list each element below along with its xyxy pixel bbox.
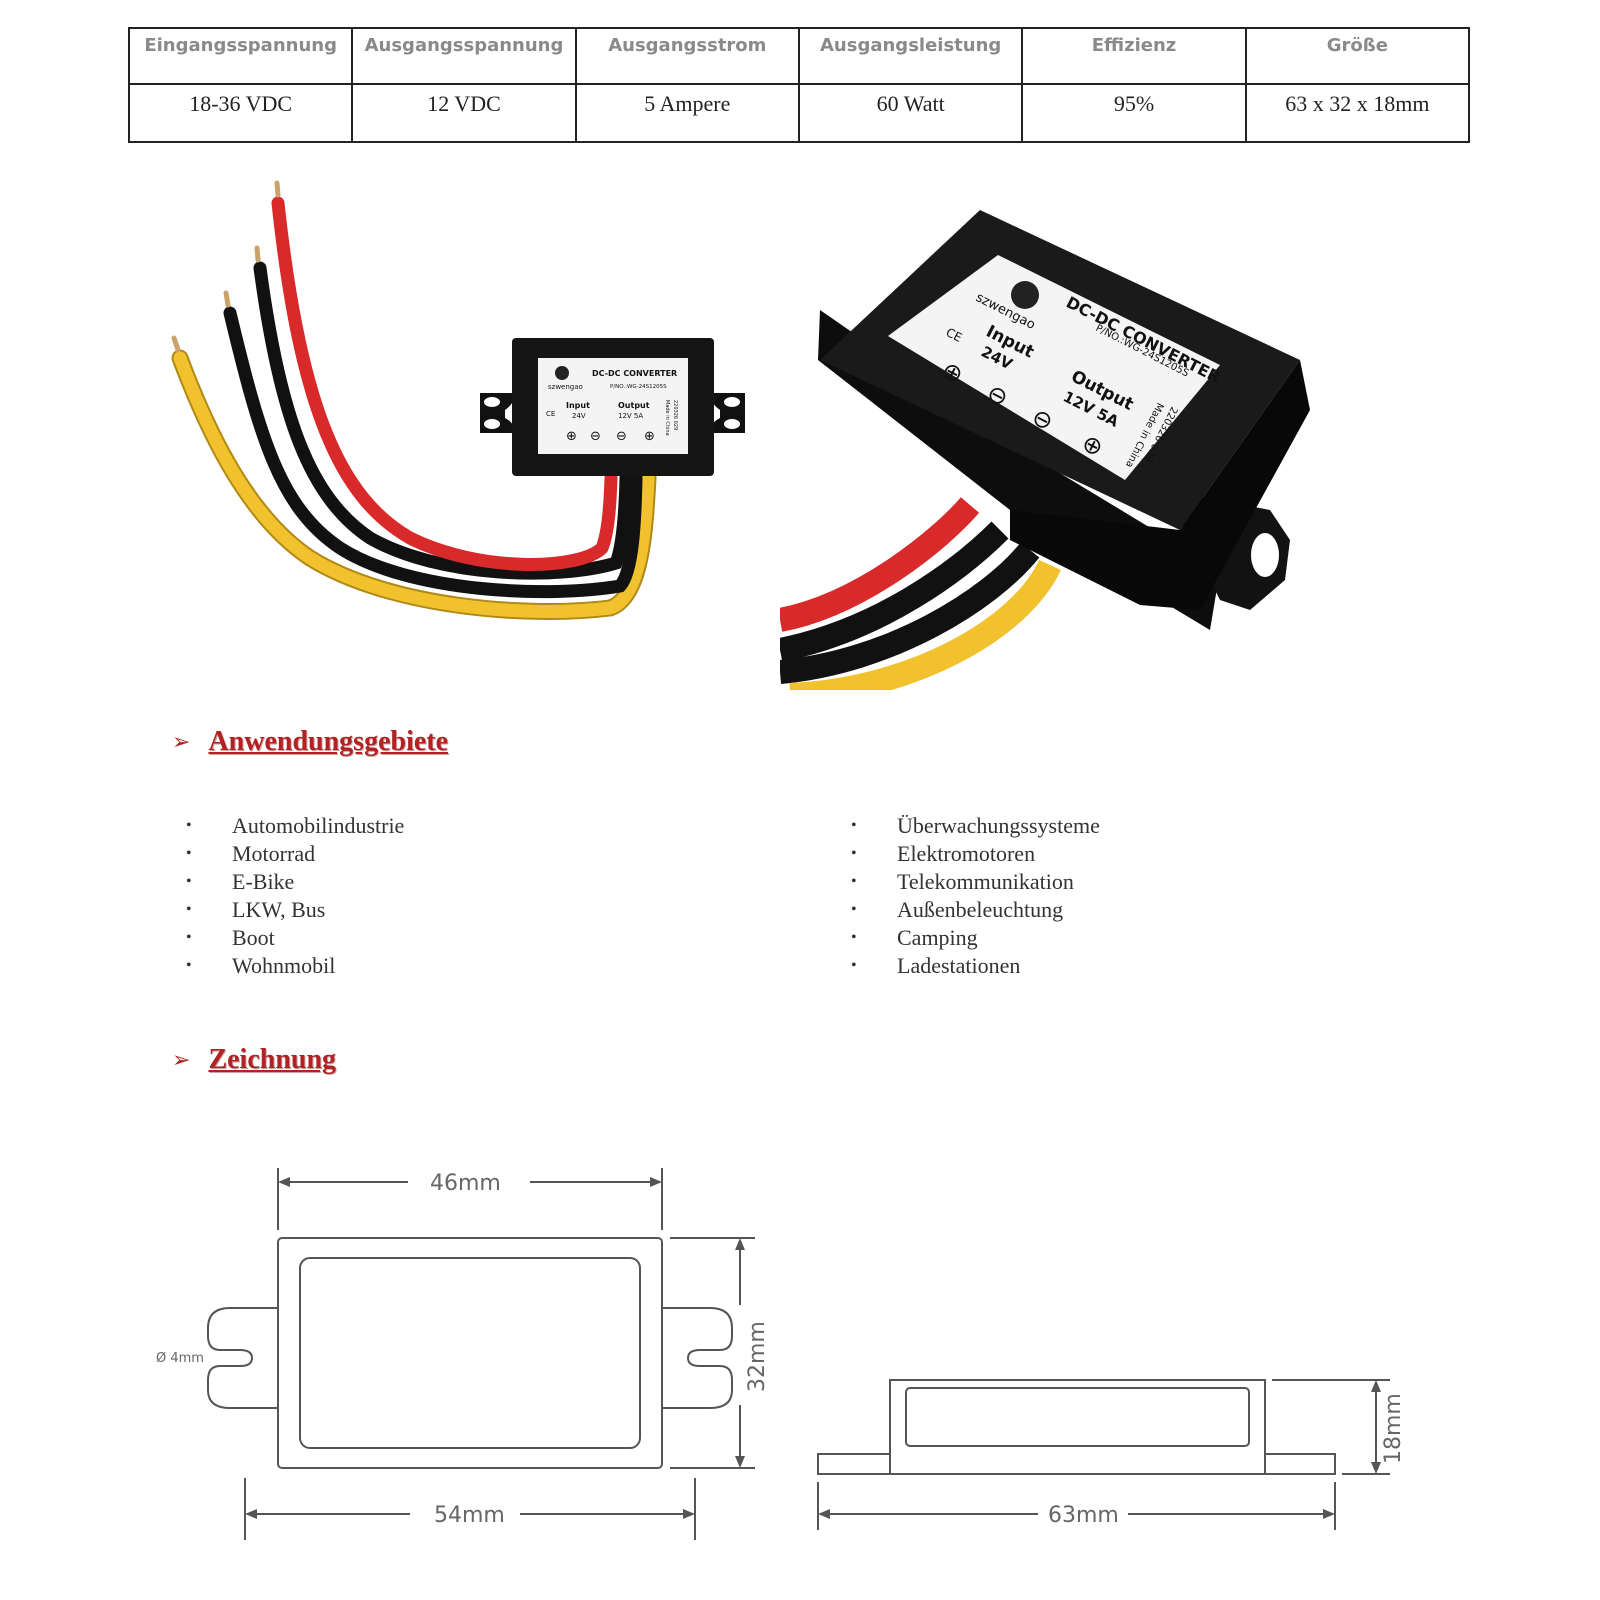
converter-photo-front: szwengao DC-DC CONVERTER P/NO.:WG-24S120… — [171, 180, 745, 620]
dim-label-18mm: 18mm — [1381, 1393, 1406, 1464]
list-item-label: Telekommunikation — [897, 869, 1074, 894]
bullet-icon: • — [851, 817, 857, 834]
applications-list-left: • Automobilindustrie • Motorrad • E-Bike • L… — [184, 812, 404, 980]
list-item: • E-Bike — [184, 868, 404, 896]
minus-icon: ⊖ — [616, 429, 627, 444]
bullet-icon: • — [851, 873, 857, 890]
wire-group — [171, 180, 657, 620]
label-input-voltage: 24V — [572, 412, 586, 420]
spec-value-cell: 60 Watt — [797, 83, 1024, 143]
spec-header-cell: Eingangsspannung — [127, 27, 354, 85]
spec-value-cell: 12 VDC — [351, 83, 577, 143]
spec-value-cell: 5 Ampere — [574, 83, 800, 143]
spec-value-row: 18-36 VDC 12 VDC 5 Ampere 60 Watt 95% 63… — [127, 83, 1471, 143]
bullet-icon: • — [186, 929, 192, 946]
spec-header-row: Eingangsspannung Ausgangsspannung Ausgan… — [127, 27, 1471, 85]
list-item-label: Motorrad — [232, 841, 316, 866]
bullet-icon: • — [186, 845, 192, 862]
bullet-icon: • — [851, 901, 857, 918]
converter-box — [480, 338, 745, 476]
spec-table: Eingangsspannung Ausgangsspannung Ausgan… — [127, 27, 1471, 143]
dim-label-63mm: 63mm — [1048, 1503, 1119, 1528]
bullet-icon: • — [186, 817, 192, 834]
list-item: • Ladestationen — [849, 952, 1100, 980]
bullet-icon: • — [186, 957, 192, 974]
label-output-rating: 12V 5A — [618, 412, 643, 420]
label-batch: 220326 029 — [672, 400, 678, 430]
spec-header-cell: Ausgangsleistung — [797, 27, 1024, 85]
drawing-side-view: 18mm 63mm — [817, 1379, 1406, 1530]
ce-mark: CE — [944, 325, 965, 345]
dim-label-54mm: 54mm — [434, 1503, 505, 1528]
list-item: • Überwachungssysteme — [849, 812, 1100, 840]
list-item-label: Überwachungssysteme — [897, 813, 1100, 838]
converter-box — [818, 210, 1310, 630]
bullet-icon: • — [851, 957, 857, 974]
drawing-top-view: 46mm 54mm 32mm Ø 4mm — [156, 1168, 770, 1540]
dim-label-32mm: 32mm — [745, 1321, 770, 1392]
list-item: • Automobilindustrie — [184, 812, 404, 840]
wire-group — [780, 497, 1061, 690]
list-item-label: Elektromotoren — [897, 841, 1036, 866]
label-output: Output — [618, 401, 650, 410]
plus-icon: ⊕ — [644, 429, 655, 444]
spec-header-cell: Ausgangsspannung — [351, 27, 577, 85]
list-item: • Boot — [184, 924, 404, 952]
list-item: • Außenbeleuchtung — [849, 896, 1100, 924]
spec-header-cell: Ausgangsstrom — [574, 27, 800, 85]
label-brand: szwengao — [548, 383, 583, 391]
list-item: • Telekommunikation — [849, 868, 1100, 896]
drawing-heading: ➢ Zeichnung — [172, 1040, 336, 1080]
brand-logo-icon — [1011, 281, 1039, 309]
spec-header-cell: Effizienz — [1021, 27, 1247, 85]
list-item-label: Wohnmobil — [232, 953, 336, 978]
list-item-label: LKW, Bus — [232, 897, 326, 922]
list-item: • LKW, Bus — [184, 896, 404, 924]
label-made-in: Made in China — [664, 400, 670, 436]
applications-list-right: • Überwachungssysteme • Elektromotoren • Te… — [849, 812, 1100, 980]
ce-mark: CE — [546, 410, 555, 418]
converter-photo-closeup: szwengao DC-DC CONVERTER P/NO.:WG-24S120… — [780, 210, 1310, 690]
brand-logo-icon — [555, 366, 569, 380]
list-item-label: Automobilindustrie — [232, 813, 405, 838]
label-part-number: P/NO.:WG-24S1205S — [610, 384, 667, 390]
list-item: • Wohnmobil — [184, 952, 404, 980]
applications-heading: ➢ Anwendungsgebiete — [172, 722, 448, 762]
dim-label-46mm: 46mm — [430, 1171, 501, 1196]
spec-value-cell: 95% — [1021, 83, 1247, 143]
bullet-icon: • — [186, 873, 192, 890]
bullet-icon: • — [851, 929, 857, 946]
arrow-bullet-icon: ➢ — [172, 729, 191, 755]
label-title: DC-DC CONVERTER — [592, 369, 677, 378]
converter-label-small: szwengao DC-DC CONVERTER P/NO.:WG-24S120… — [546, 366, 678, 444]
list-item: • Motorrad — [184, 840, 404, 868]
minus-icon: ⊖ — [590, 429, 601, 444]
plus-icon: ⊕ — [566, 429, 577, 444]
spec-value-cell: 18-36 VDC — [127, 83, 354, 143]
list-item: • Camping — [849, 924, 1100, 952]
spec-value-cell: 63 x 32 x 18mm — [1244, 83, 1471, 143]
list-item-label: Boot — [232, 925, 275, 950]
list-item-label: Außenbeleuchtung — [897, 897, 1064, 922]
arrow-bullet-icon: ➢ — [172, 1047, 191, 1073]
label-input: Input — [566, 401, 590, 410]
spec-header-cell: Größe — [1244, 27, 1471, 85]
list-item-label: E-Bike — [232, 869, 295, 894]
dim-label-hole: Ø 4mm — [156, 1351, 204, 1366]
list-item-label: Ladestationen — [897, 953, 1021, 978]
bullet-icon: • — [186, 901, 192, 918]
drawing-title: Zeichnung — [208, 1044, 337, 1075]
list-item-label: Camping — [897, 925, 978, 950]
bullet-icon: • — [851, 845, 857, 862]
list-item: • Elektromotoren — [849, 840, 1100, 868]
applications-title: Anwendungsgebiete — [208, 726, 449, 757]
